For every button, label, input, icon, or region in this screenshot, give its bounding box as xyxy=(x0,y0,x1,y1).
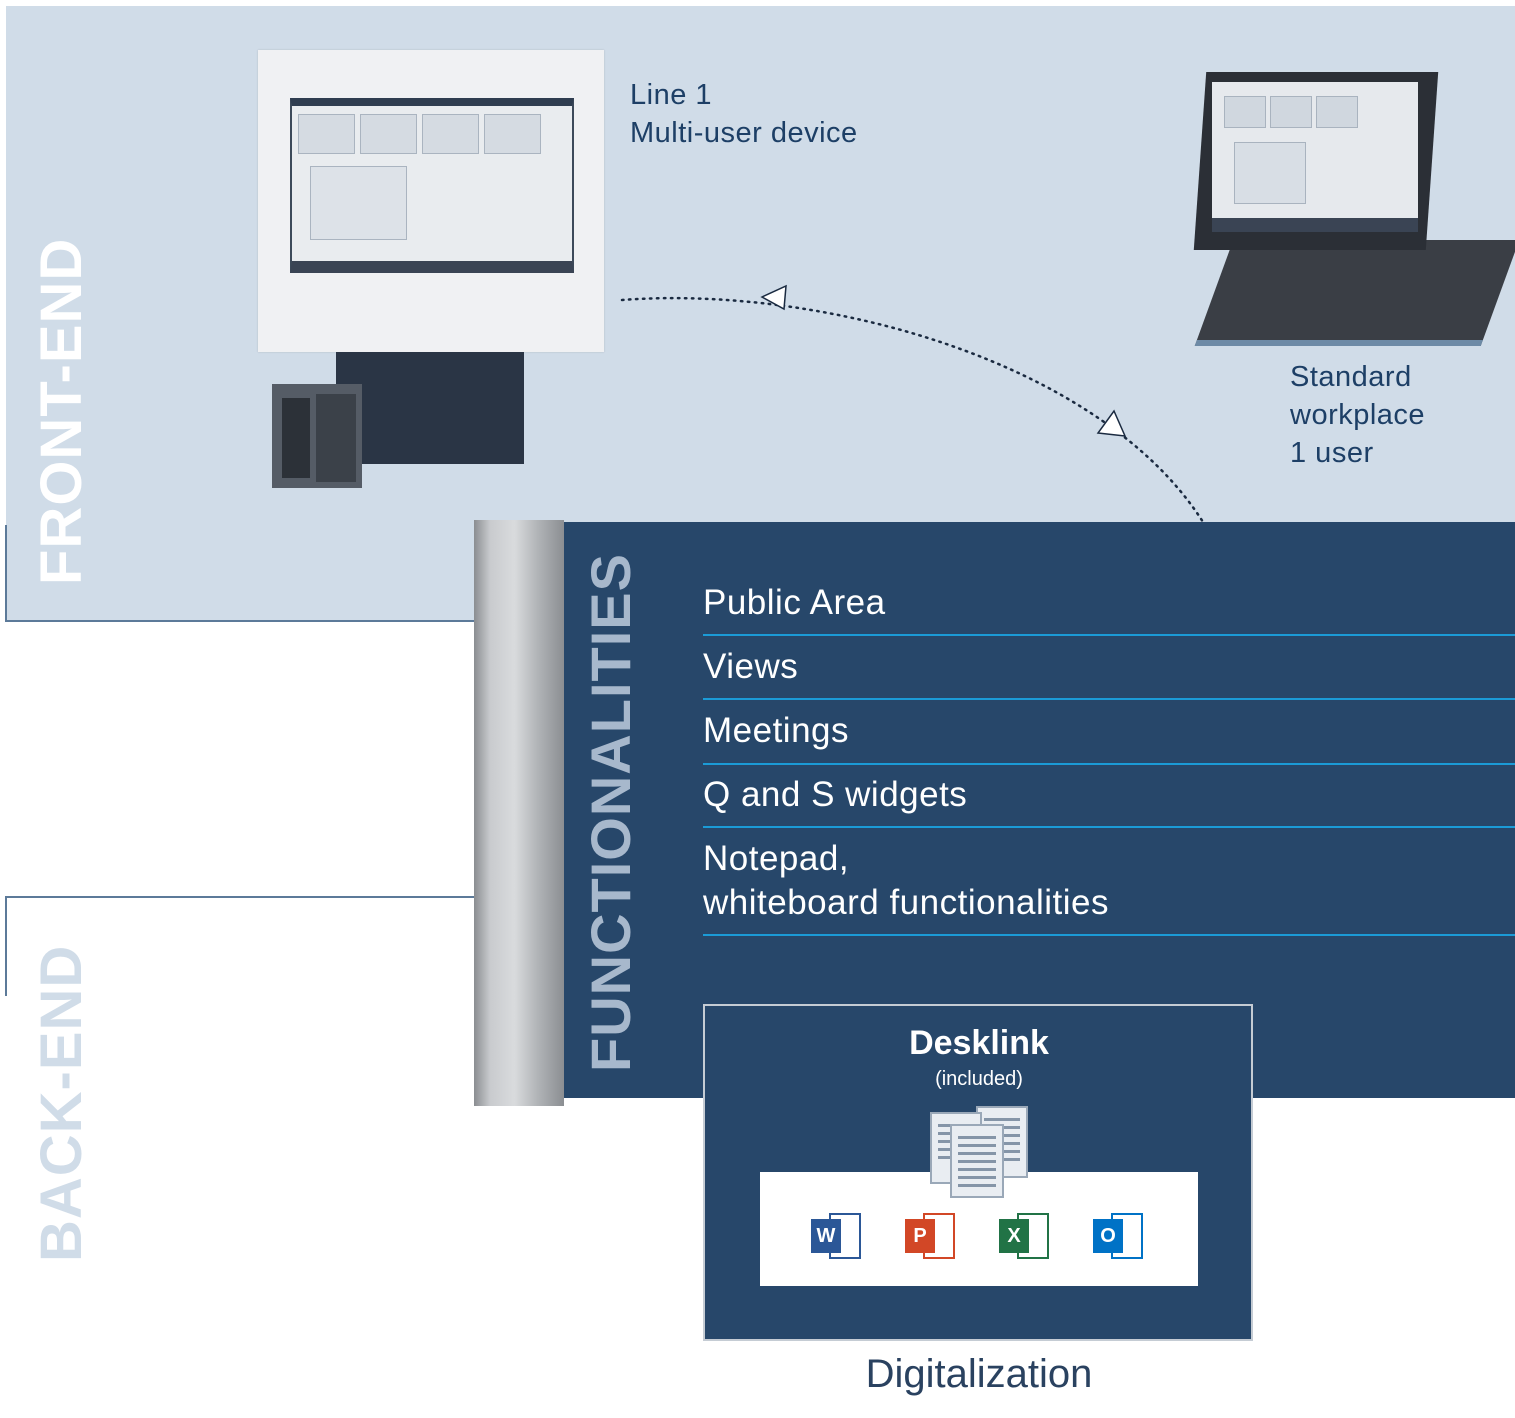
func-item-views: Views xyxy=(703,647,799,686)
multi-user-device-label: Line 1 Multi-user device xyxy=(630,76,858,152)
func-item-meetings: Meetings xyxy=(703,711,850,750)
workplace-label: Standard workplace 1 user xyxy=(1290,358,1425,472)
divider xyxy=(703,934,1515,936)
desklink-title: Desklink xyxy=(909,1024,1049,1062)
monitor-stand xyxy=(336,352,524,464)
laptop-display xyxy=(1212,82,1418,232)
divider xyxy=(703,763,1515,765)
monitor-screen xyxy=(290,98,574,273)
functionalities-panel xyxy=(564,522,1515,1098)
gray-pillar xyxy=(474,520,564,1106)
divider xyxy=(703,634,1515,636)
user-count-text: 1 user xyxy=(1290,437,1374,469)
frontend-border-bottom xyxy=(5,620,475,622)
arrow-left-icon xyxy=(760,284,787,311)
word-icon: W xyxy=(811,1213,861,1259)
backend-border-top xyxy=(5,896,475,898)
excel-icon: X xyxy=(999,1213,1049,1259)
backend-border-left xyxy=(5,896,7,996)
func-item-notepad: Notepad, xyxy=(703,839,850,878)
arrow-down-icon xyxy=(1096,409,1127,437)
functionalities-label: FUNCTIONALITIES xyxy=(579,553,642,1072)
func-item-public-area: Public Area xyxy=(703,583,886,622)
divider xyxy=(703,698,1515,700)
pc-tower-icon xyxy=(272,384,362,488)
frontend-border-left xyxy=(5,525,7,622)
outlook-icon: O xyxy=(1093,1213,1143,1259)
func-item-q-and-s-widgets: Q and S widgets xyxy=(703,775,968,814)
digitalization-label: Digitalization xyxy=(865,1352,1093,1396)
multi-user-text: Multi-user device xyxy=(630,117,858,149)
line1-text: Line 1 xyxy=(630,79,713,111)
document-icon xyxy=(950,1124,1004,1198)
func-item-whiteboard: whiteboard functionalities xyxy=(703,883,1110,922)
standard-text: Standard xyxy=(1290,361,1412,393)
powerpoint-icon: P xyxy=(905,1213,955,1259)
divider xyxy=(703,826,1515,828)
workplace-text: workplace xyxy=(1290,399,1426,431)
desklink-subtitle: (included) xyxy=(935,1068,1023,1090)
